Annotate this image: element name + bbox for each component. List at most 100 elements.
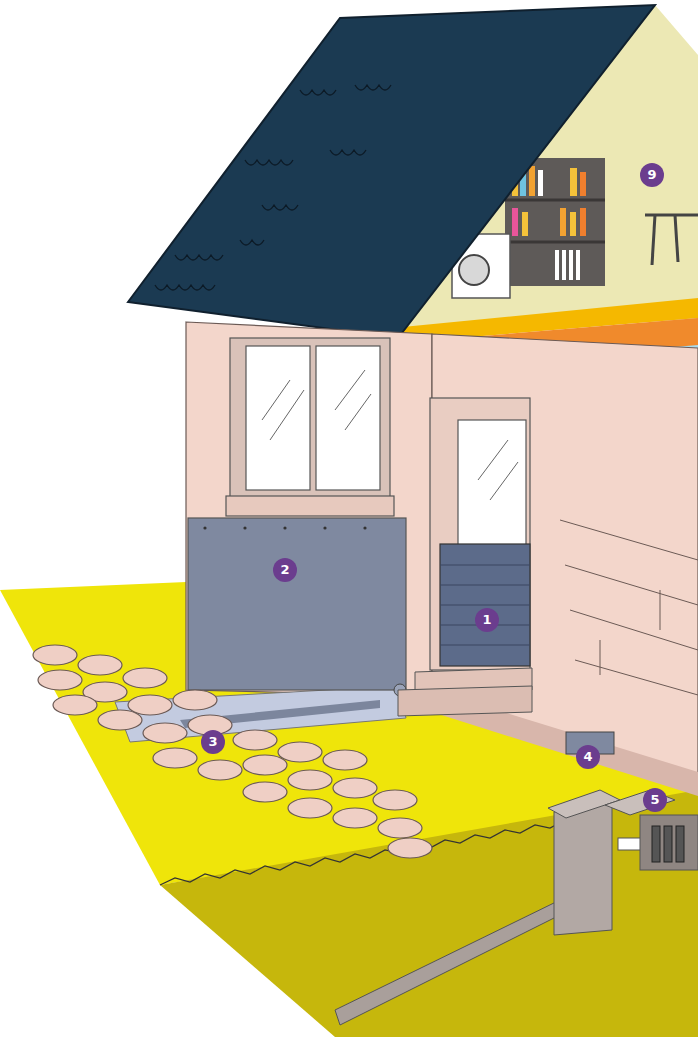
shingle-stroke: [355, 85, 391, 90]
brick-lines: [560, 520, 698, 695]
barrier-planks: [440, 565, 530, 645]
book: [576, 250, 580, 280]
drain-pipe: [335, 900, 560, 1025]
paving-stone: [98, 710, 142, 730]
callout-number: 4: [576, 745, 600, 769]
book: [570, 168, 577, 196]
shelf: [505, 241, 605, 244]
shingle-stroke: [262, 205, 298, 210]
paving-stone: [143, 723, 187, 743]
book: [555, 250, 559, 280]
door-step: [398, 686, 532, 716]
book: [560, 208, 566, 236]
paving-stone: [288, 770, 332, 790]
valve-ring: [676, 826, 684, 862]
paving-stone: [243, 782, 287, 802]
table-leg: [675, 215, 678, 262]
book: [580, 208, 586, 236]
paving-stone: [323, 750, 367, 770]
fixing: [323, 526, 326, 529]
valve-ring: [652, 826, 660, 862]
paving-stones: [33, 645, 432, 858]
paving-stone: [123, 668, 167, 688]
shingle-stroke: [330, 150, 366, 155]
plank-line: [440, 604, 530, 605]
paving-stone: [153, 748, 197, 768]
plank-line: [440, 584, 530, 585]
book: [512, 208, 518, 236]
plank-line: [440, 644, 530, 645]
machine-door: [459, 255, 489, 285]
paving-stone: [333, 808, 377, 828]
glass-glare: [262, 370, 371, 440]
paving-stone: [53, 695, 97, 715]
roof-shingles: [155, 85, 391, 290]
fixing: [243, 526, 246, 529]
shingle-stroke: [155, 285, 215, 290]
callout-number: 9: [640, 163, 664, 187]
paving-stone: [378, 818, 422, 838]
callout-number: 2: [273, 558, 297, 582]
fixing: [363, 526, 366, 529]
plank-line: [440, 564, 530, 565]
fixing: [203, 526, 206, 529]
shingle-stroke: [240, 240, 264, 245]
table-leg: [652, 215, 655, 265]
brick-line: [600, 640, 601, 675]
glass-glare: [478, 440, 518, 500]
cut-edge: [160, 820, 565, 885]
brick-line: [565, 565, 698, 605]
book: [562, 250, 566, 280]
valve-chamber: [640, 815, 698, 870]
table-top: [645, 214, 698, 217]
callout-number: 5: [643, 788, 667, 812]
table: [645, 215, 698, 265]
paving-stone: [288, 798, 332, 818]
paving-stone: [333, 778, 377, 798]
window-pane: [246, 346, 310, 490]
roof: [128, 5, 655, 338]
shingle-stroke: [300, 90, 336, 95]
book: [529, 166, 535, 196]
shelf: [505, 199, 605, 202]
paving-stone: [33, 645, 77, 665]
callout-number: 1: [475, 608, 499, 632]
inspection-chamber: [554, 802, 612, 935]
window-frame: [230, 338, 390, 498]
paving-stone: [78, 655, 122, 675]
paving-stone: [243, 755, 287, 775]
door-barrier: [440, 544, 530, 666]
book: [538, 170, 543, 196]
paving-stone: [233, 730, 277, 750]
shingle-stroke: [175, 255, 223, 260]
book: [569, 250, 573, 280]
brick-line: [575, 660, 698, 695]
valve-ring: [664, 826, 672, 862]
callout-number: 3: [201, 730, 225, 754]
barrier-fixings: [203, 526, 366, 529]
paving-stone: [198, 760, 242, 780]
book: [580, 172, 586, 196]
door-frame: [430, 398, 530, 670]
paving-stone: [278, 742, 322, 762]
door-glass: [458, 420, 526, 546]
brick-line: [660, 590, 661, 630]
brick-line: [570, 610, 698, 650]
paving-stone: [173, 690, 217, 710]
front-wall: [186, 322, 432, 696]
window-pane: [316, 346, 380, 490]
book: [570, 212, 576, 236]
window-sill: [226, 496, 394, 516]
brick-line: [560, 520, 698, 560]
paving-stone: [373, 790, 417, 810]
shingle-stroke: [245, 160, 293, 165]
soil-section: [160, 790, 698, 1037]
fixing: [283, 526, 286, 529]
backflow-valve: [652, 826, 684, 862]
paving-stone: [388, 838, 432, 858]
flood-barrier: [188, 518, 406, 690]
book: [522, 212, 528, 236]
paving-stone: [38, 670, 82, 690]
